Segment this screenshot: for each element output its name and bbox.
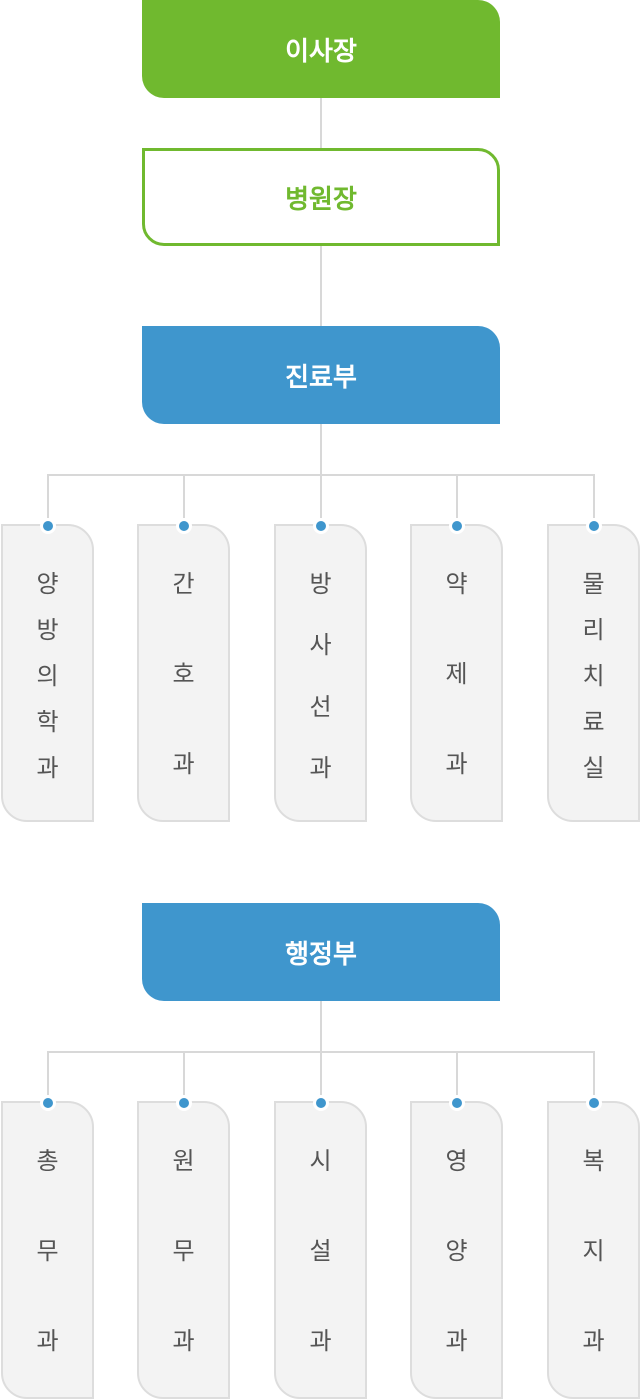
card-char: 물 (582, 570, 605, 598)
connector-medical-drop-5 (593, 474, 595, 518)
card-char: 시 (309, 1147, 332, 1175)
card-char: 과 (36, 1327, 59, 1355)
card-char: 료 (582, 708, 605, 736)
card-char: 과 (36, 754, 59, 782)
connector-dot-icon (175, 518, 192, 534)
connector-dot-icon (448, 1095, 465, 1111)
connector-chairman-director (320, 98, 322, 150)
card-char: 과 (445, 750, 468, 778)
card-char: 방 (309, 570, 332, 598)
connector-medical-drop-3 (320, 474, 322, 518)
connector-medical-drop-4 (456, 474, 458, 518)
connector-medical-drop-2 (183, 474, 185, 518)
card-char: 복 (582, 1147, 605, 1175)
connector-admin-drop-1 (47, 1051, 49, 1095)
admin-dept-box: 행정부 (142, 903, 500, 1001)
medical-dept-label: 진료부 (285, 362, 357, 393)
card-char: 간 (172, 570, 195, 598)
connector-admin-drop-5 (593, 1051, 595, 1095)
connector-admin-drop-4 (456, 1051, 458, 1095)
connector-medical-trunk (320, 423, 322, 475)
card-char: 리 (582, 616, 605, 644)
card-char: 과 (445, 1327, 468, 1355)
connector-admin-trunk (320, 1000, 322, 1052)
director-label: 병원장 (285, 184, 357, 215)
connector-medical-drop-1 (47, 474, 49, 518)
card-char: 총 (36, 1147, 59, 1175)
card-char: 과 (309, 753, 332, 782)
connector-dot-icon (175, 1095, 192, 1111)
card-char: 영 (445, 1147, 468, 1175)
admin-dept-label: 행정부 (285, 939, 357, 970)
card-char: 설 (309, 1237, 332, 1265)
connector-dot-icon (39, 1095, 56, 1111)
chairman-label: 이사장 (285, 36, 357, 67)
card-char: 학 (36, 708, 59, 736)
medical-dept-box: 진료부 (142, 326, 500, 424)
card-char: 무 (36, 1237, 59, 1265)
card-char: 지 (582, 1237, 605, 1265)
card-char: 양 (36, 570, 59, 598)
connector-dot-icon (448, 518, 465, 534)
connector-dot-icon (585, 518, 602, 534)
card-char: 무 (172, 1237, 195, 1265)
connector-dot-icon (39, 518, 56, 534)
chairman-box: 이사장 (142, 0, 500, 98)
director-box: 병원장 (142, 148, 500, 246)
card-char: 선 (309, 692, 332, 721)
card-char: 사 (309, 631, 332, 660)
card-char: 제 (445, 660, 468, 688)
card-char: 과 (172, 750, 195, 778)
card-char: 약 (445, 570, 468, 598)
connector-dot-icon (312, 1095, 329, 1111)
connector-admin-drop-2 (183, 1051, 185, 1095)
card-char: 과 (309, 1327, 332, 1355)
connector-admin-drop-3 (320, 1051, 322, 1095)
card-char: 양 (445, 1237, 468, 1265)
connector-dot-icon (312, 518, 329, 534)
connector-director-medical (320, 244, 322, 327)
card-char: 실 (582, 754, 605, 782)
card-char: 원 (172, 1147, 195, 1175)
card-char: 의 (36, 662, 59, 690)
card-char: 호 (172, 660, 195, 688)
connector-dot-icon (585, 1095, 602, 1111)
card-char: 방 (36, 616, 59, 644)
card-char: 과 (582, 1327, 605, 1355)
card-char: 치 (582, 662, 605, 690)
card-char: 과 (172, 1327, 195, 1355)
